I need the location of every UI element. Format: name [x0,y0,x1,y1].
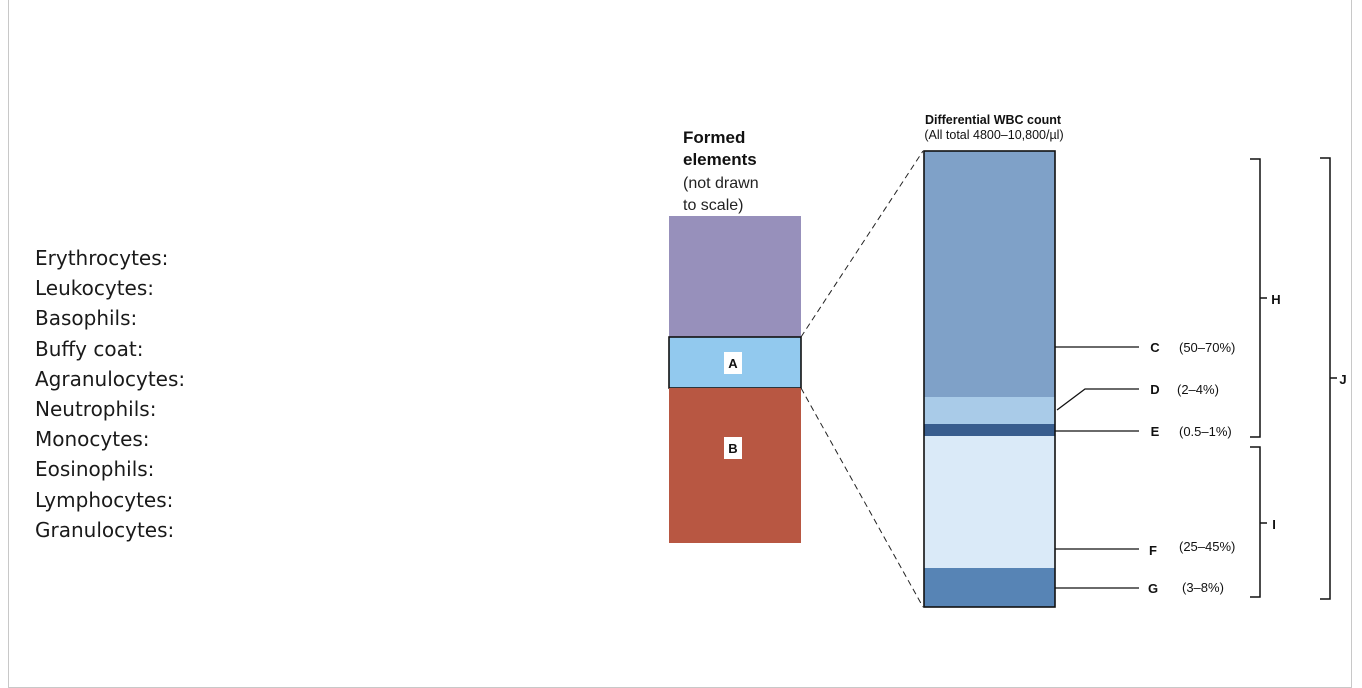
label-box-a [724,352,742,374]
label-d: D [1150,382,1159,397]
bracket-h [1250,158,1261,438]
label-e: E [1151,424,1160,439]
projection-line-top [800,150,924,338]
segment-d [924,397,1055,424]
differential-column-border [923,150,1056,608]
leader-d [1056,388,1139,411]
plasma-layer [669,216,801,337]
label-h: H [1271,292,1280,307]
range-d: (2–4%) [1177,382,1219,397]
differential-title: Differential WBC count [925,113,1062,127]
term-neutrophils: Neutrophils: [35,397,157,422]
term-granulocytes: Granulocytes: [35,517,175,542]
segment-g [924,568,1055,607]
segment-c [924,151,1055,397]
label-c: C [1150,340,1160,355]
segment-e [924,424,1055,436]
label-a: A [728,356,738,371]
formed-elements-subtitle-1: (not drawn [683,175,759,192]
segment-f [924,436,1055,568]
bracket-i [1250,446,1261,598]
label-j: J [1339,372,1346,387]
differential-subtitle: (All total 4800–10,800/µl) [924,128,1063,142]
range-c: (50–70%) [1179,340,1235,355]
formed-elements-title-2: elements [683,150,757,169]
term-eosinophils: Eosinophils: [35,457,155,482]
bracket-j [1320,157,1331,600]
label-b: B [728,441,737,456]
projection-line-bottom [800,387,924,608]
term-basophils: Basophils: [35,306,138,331]
term-erythrocytes: Erythrocytes: [35,246,169,270]
term-leukocytes: Leukocytes: [35,276,155,301]
range-g: (3–8%) [1182,580,1224,595]
erythrocyte-layer [669,388,801,543]
term-agranulocytes: Agranulocytes: [35,366,186,391]
formed-elements-title-1: Formed [683,128,745,147]
label-i: I [1272,517,1276,532]
formed-elements-subtitle-2: to scale) [683,197,743,214]
range-e: (0.5–1%) [1179,424,1232,439]
term-list: Erythrocytes: Leukocytes: Basophils: Buf… [35,243,185,545]
label-f: F [1149,543,1157,558]
label-g: G [1148,581,1158,596]
term-monocytes: Monocytes: [35,427,150,452]
term-buffy-coat: Buffy coat: [35,336,144,361]
term-lymphocytes: Lymphocytes: [35,487,174,512]
label-box-b [724,437,742,459]
range-f: (25–45%) [1179,539,1235,554]
